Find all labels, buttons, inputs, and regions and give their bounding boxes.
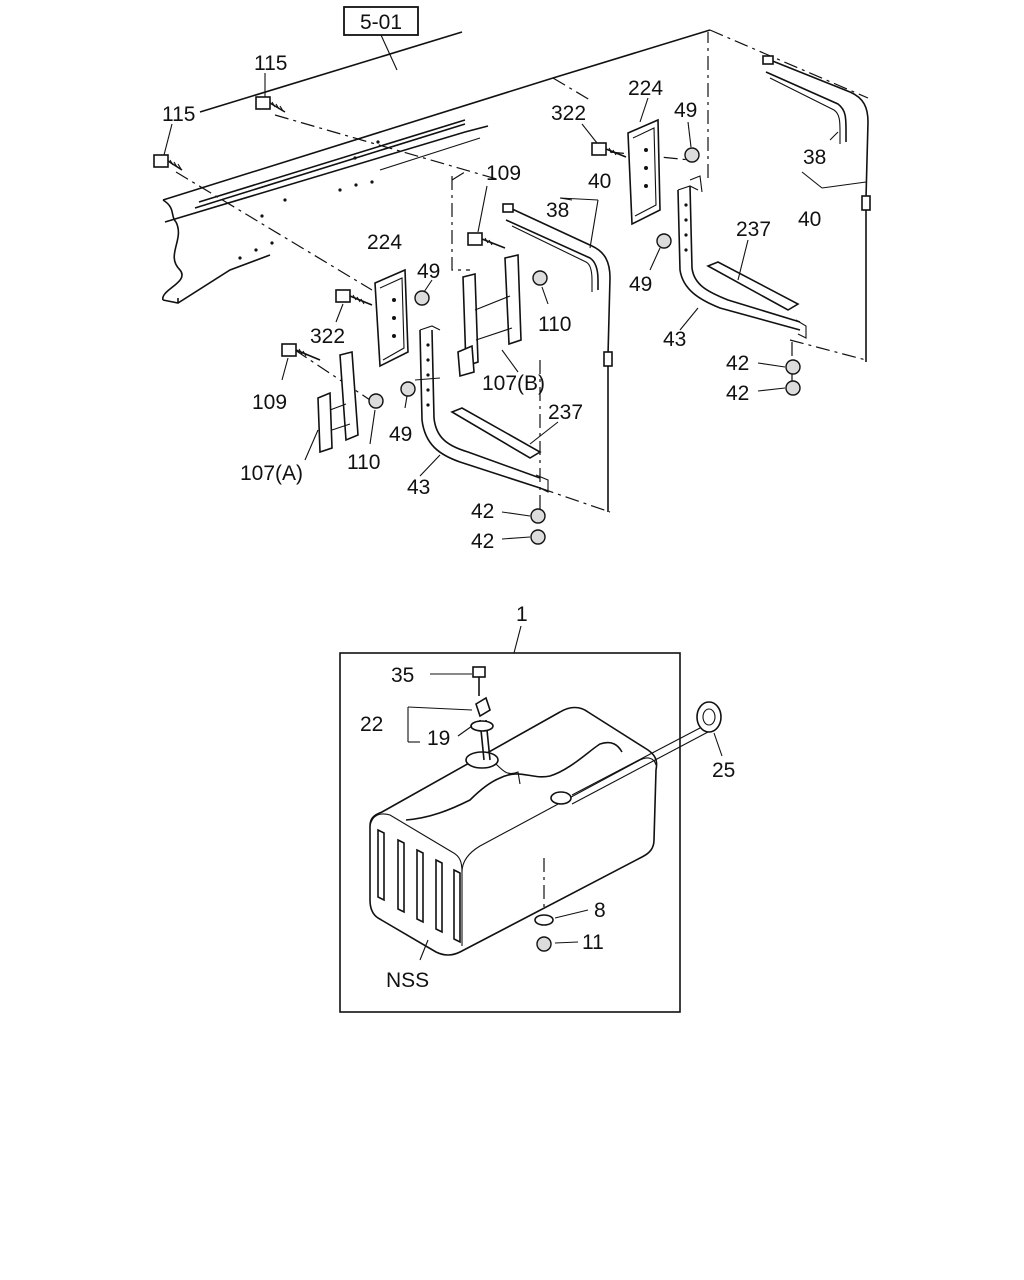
- gauge-unit-22[interactable]: [472, 666, 491, 718]
- strap-43-right[interactable]: [677, 175, 807, 339]
- bracket-224-left[interactable]: [374, 268, 409, 368]
- label-42-left-upper[interactable]: 42: [471, 500, 494, 523]
- label-110-right[interactable]: 110: [538, 313, 571, 336]
- nut-42-left-lower[interactable]: [530, 529, 546, 545]
- label-38-left[interactable]: 38: [546, 199, 569, 222]
- bracket-107a[interactable]: [317, 350, 359, 454]
- bolt-109-left[interactable]: [281, 343, 321, 361]
- nut-42-left-upper[interactable]: [530, 508, 546, 524]
- label-40-left[interactable]: 40: [588, 170, 611, 193]
- label-107b[interactable]: 107(B): [482, 372, 545, 395]
- label-43-left[interactable]: 43: [407, 476, 430, 499]
- label-40-right[interactable]: 40: [798, 208, 821, 231]
- label-109-right[interactable]: 109: [486, 162, 521, 185]
- pad-237-right[interactable]: [706, 261, 800, 311]
- label-11[interactable]: 11: [582, 931, 604, 954]
- bolt-115-lower[interactable]: [153, 154, 183, 171]
- label-115-lower[interactable]: 115: [162, 103, 195, 126]
- label-42-right-upper[interactable]: 42: [726, 352, 749, 375]
- label-22[interactable]: 22: [360, 713, 383, 736]
- label-1[interactable]: 1: [516, 603, 528, 626]
- label-19[interactable]: 19: [427, 727, 450, 750]
- hose-38-40-right[interactable]: [762, 55, 871, 362]
- label-49-left-upper[interactable]: 49: [417, 260, 440, 283]
- strap-43-left[interactable]: [419, 325, 549, 493]
- frame-rail[interactable]: [162, 29, 711, 304]
- label-nss[interactable]: NSS: [386, 969, 429, 992]
- label-43-right[interactable]: 43: [663, 328, 686, 351]
- nut-49-right-upper[interactable]: [684, 147, 700, 163]
- label-38-right[interactable]: 38: [803, 146, 826, 169]
- nut-42-right-lower[interactable]: [785, 380, 801, 396]
- bolt-322-left[interactable]: [335, 289, 373, 306]
- bolt-109-right[interactable]: [467, 232, 506, 249]
- label-224-right[interactable]: 224: [628, 77, 663, 100]
- reference-box-label: 5-01: [360, 11, 402, 34]
- label-49-left-lower[interactable]: 49: [389, 423, 412, 446]
- label-25[interactable]: 25: [712, 759, 735, 782]
- label-322-left[interactable]: 322: [310, 325, 345, 348]
- label-107a[interactable]: 107(A): [240, 462, 303, 485]
- label-110-left[interactable]: 110: [347, 451, 380, 474]
- label-109-left[interactable]: 109: [252, 391, 287, 414]
- hose-38-40-left[interactable]: [502, 203, 613, 512]
- label-42-left-lower[interactable]: 42: [471, 530, 494, 553]
- nut-49-left-lower[interactable]: [400, 381, 416, 397]
- label-49-right-upper[interactable]: 49: [674, 99, 697, 122]
- bolt-115-upper[interactable]: [255, 96, 286, 113]
- label-322-right[interactable]: 322: [551, 102, 586, 125]
- label-115-upper[interactable]: 115: [254, 52, 287, 75]
- nut-49-left-upper[interactable]: [414, 290, 430, 306]
- fuel-tank[interactable]: [369, 706, 658, 956]
- label-8[interactable]: 8: [594, 899, 606, 922]
- label-42-right-lower[interactable]: 42: [726, 382, 749, 405]
- filler-cap-25[interactable]: [696, 701, 722, 733]
- label-237-left[interactable]: 237: [548, 401, 583, 424]
- bracket-224-right[interactable]: [627, 118, 661, 226]
- fuel-tank-box: [339, 652, 681, 1013]
- callout-labels: 115 115 322 224 49 109 40 38 110 107(B) …: [162, 52, 826, 992]
- washer-8[interactable]: [534, 914, 554, 926]
- nut-110-left[interactable]: [368, 393, 384, 409]
- reference-box[interactable]: 5-01: [343, 6, 419, 36]
- pad-237-left[interactable]: [450, 407, 542, 459]
- gasket-19[interactable]: [470, 720, 494, 732]
- label-224-left[interactable]: 224: [367, 231, 402, 254]
- reference-leader: [380, 34, 398, 71]
- nut-42-right-upper[interactable]: [785, 359, 801, 375]
- drain-plug-11[interactable]: [536, 936, 552, 952]
- label-237-right[interactable]: 237: [736, 218, 771, 241]
- label-35[interactable]: 35: [391, 664, 414, 687]
- bracket-107b[interactable]: [457, 254, 522, 378]
- nut-110-right[interactable]: [532, 270, 548, 286]
- bolt-322-right[interactable]: [591, 142, 627, 158]
- nut-49-right-lower[interactable]: [656, 233, 672, 249]
- label-49-right-lower[interactable]: 49: [629, 273, 652, 296]
